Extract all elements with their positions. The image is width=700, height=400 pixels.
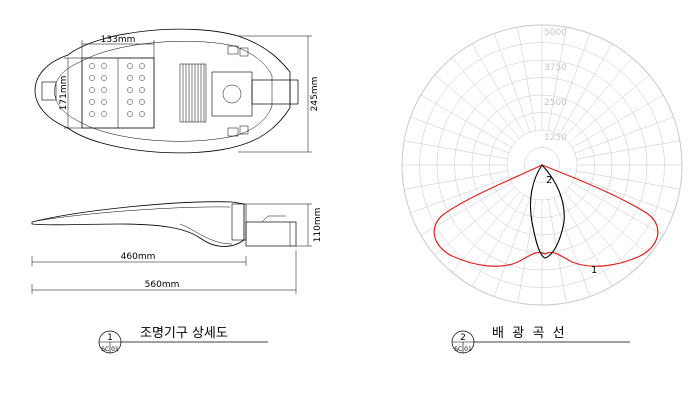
ring-labels: 1250 2500 3750 5000 [544,28,567,143]
polar-spoke [410,176,510,214]
side-body-outline [31,201,245,247]
dimension-lines-side [31,203,312,294]
polar-spoke [517,199,537,303]
dim-total-length: 560mm [145,280,180,290]
polar-spoke [568,187,650,256]
polar-spoke [564,191,633,273]
polar-spoke [517,27,537,131]
side-bottom-curve [179,223,233,245]
dim-led-module-width: 133mm [101,35,136,45]
polar-spoke [572,94,664,148]
title-block-1: 1 SC 01 조명기구 상세도 [98,326,268,354]
polar-spoke [451,57,520,139]
title-1-text: 조명기구 상세도 [140,326,228,341]
polar-spoke [434,74,516,143]
title-block-2: 2 SC 01 배 광 곡 선 [451,326,630,354]
polar-spoke [553,197,591,297]
polar-spoke [451,191,520,273]
polar-spoke [493,33,531,133]
polar-spoke [572,182,664,236]
dimension-lines-top [64,35,312,153]
ring-label-3750: 3750 [544,63,567,73]
led-grid [89,63,145,117]
front-cap [41,81,57,101]
ring-label-1250: 1250 [544,133,567,143]
dim-height: 110mm [313,208,323,243]
curve-2-label: 2 [546,175,552,186]
heat-sink [179,63,207,123]
polar-spoke [576,140,680,160]
polar-grid [401,24,683,306]
polar-spoke [434,187,516,256]
luminaire-side-view [31,201,297,247]
dim-led-module-height: 171mm [59,76,69,111]
polar-spoke [559,195,613,287]
mounting-block [211,71,253,117]
side-body-top-line [35,206,231,222]
polar-spoke [471,43,525,135]
polar-spoke [576,170,680,190]
polar-spoke [547,27,567,131]
polar-spoke [568,74,650,143]
luminaire-top-view [34,28,299,154]
polar-spoke [553,33,591,133]
polar-spoke [547,199,567,303]
housing-outline [34,28,291,154]
title-1-sheet-ref: SC 01 [101,346,119,353]
pole-adapter [251,79,299,105]
polar-spoke [559,43,613,135]
polar-spoke [420,94,512,148]
ring-label-2500: 2500 [544,98,567,108]
polar-spoke [404,170,508,190]
dim-inner-length: 460mm [121,252,156,262]
title-2-text: 배 광 곡 선 [492,326,565,341]
polar-spoke [471,195,525,287]
dim-total-width: 245mm [310,77,320,112]
polar-chart: 1250 2500 3750 5000 1 2 [401,24,683,306]
curve-1 [433,164,659,267]
ring-label-5000: 5000 [544,28,567,38]
polar-spoke [574,176,674,214]
title-1-number: 1 [107,333,113,343]
title-2-number: 2 [460,333,466,343]
screws [227,45,249,137]
housing-inner-line [54,41,273,142]
curve-2 [529,164,565,259]
polar-spoke [420,182,512,236]
polar-spoke [493,197,531,297]
polar-spoke [404,140,508,160]
side-pole-adapter [245,221,297,247]
polar-spoke [410,116,510,154]
curve-1-label: 1 [591,265,597,276]
polar-spoke [564,57,633,139]
polar-spoke [574,116,674,154]
title-2-sheet-ref: SC 01 [454,346,472,353]
polar-ring [524,147,560,183]
